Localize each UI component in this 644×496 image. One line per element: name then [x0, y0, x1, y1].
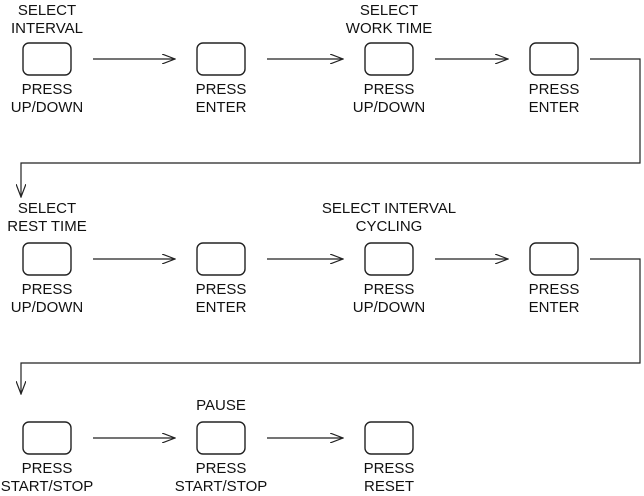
step-above-label: CYCLING — [355, 218, 423, 235]
button-box — [364, 42, 414, 76]
step-below-label: PRESS — [195, 81, 247, 98]
row-connector-arrow — [21, 258, 641, 394]
step-above-label: SELECT INTERVAL — [321, 200, 457, 217]
step-below-label: UP/DOWN — [10, 299, 84, 316]
step-below-label: ENTER — [528, 299, 580, 316]
step-below-label: UP/DOWN — [10, 99, 84, 116]
step-below-label: START/STOP — [174, 478, 268, 495]
step-below-label: PRESS — [195, 460, 247, 477]
step-below-label: ENTER — [528, 99, 580, 116]
button-box — [196, 242, 246, 276]
button-box — [364, 242, 414, 276]
step-above-label: WORK TIME — [345, 20, 433, 37]
button-box — [364, 421, 414, 455]
step-below-label: RESET — [363, 478, 415, 495]
step-below-label: PRESS — [528, 81, 580, 98]
step-below-label: PRESS — [363, 81, 415, 98]
button-box — [22, 42, 72, 76]
button-box — [196, 42, 246, 76]
step-below-label: UP/DOWN — [352, 99, 426, 116]
button-box — [196, 421, 246, 455]
step-above-label: INTERVAL — [11, 20, 83, 37]
step-below-label: PRESS — [363, 460, 415, 477]
step-above-label: SELECT — [17, 200, 77, 217]
step-below-label: PRESS — [21, 281, 73, 298]
step-above-label: REST TIME — [7, 218, 87, 235]
step-below-label: UP/DOWN — [352, 299, 426, 316]
row-connector-arrow — [21, 58, 641, 197]
button-box — [22, 242, 72, 276]
step-below-label: ENTER — [195, 99, 247, 116]
button-box — [529, 42, 579, 76]
step-below-label: PRESS — [21, 81, 73, 98]
button-box — [529, 242, 579, 276]
step-above-label: SELECT — [17, 2, 77, 19]
button-box — [22, 421, 72, 455]
step-below-label: PRESS — [528, 281, 580, 298]
step-below-label: START/STOP — [0, 478, 94, 495]
step-below-label: PRESS — [195, 281, 247, 298]
step-above-label: SELECT — [359, 2, 419, 19]
step-below-label: PRESS — [21, 460, 73, 477]
step-above-label: PAUSE — [196, 397, 246, 414]
step-below-label: ENTER — [195, 299, 247, 316]
step-below-label: PRESS — [363, 281, 415, 298]
